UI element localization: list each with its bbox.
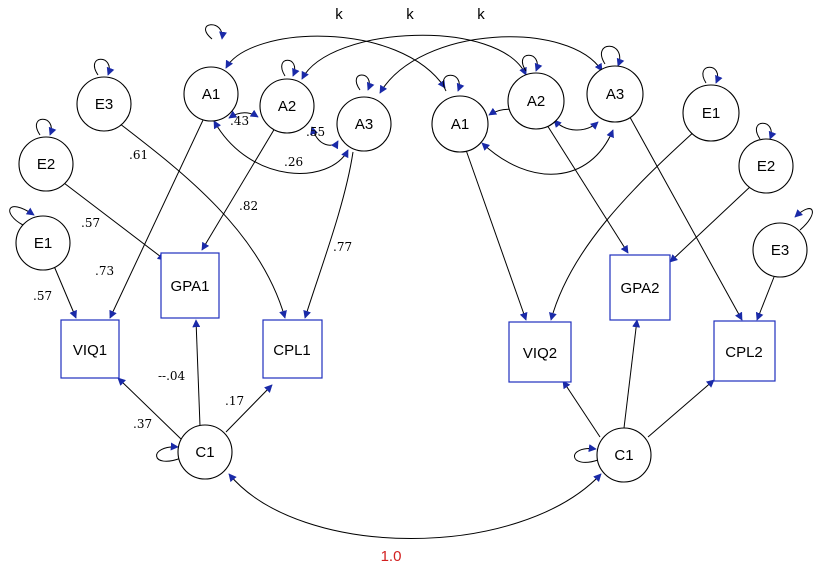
A3-node-left: A3 <box>336 96 392 152</box>
c-correlation-arc <box>228 473 602 539</box>
svg-text:E3: E3 <box>771 242 789 259</box>
svg-text:A3: A3 <box>606 86 624 103</box>
k-correlation-arcs <box>225 34 603 94</box>
coef-a1-a3: .26 <box>284 155 303 169</box>
svg-text:GPA2: GPA2 <box>621 280 660 297</box>
left-twin: A1 A2 A3 E3 E2 E1 C1 VIQ1 <box>9 24 392 480</box>
coef-a1-viq: .73 <box>95 264 114 278</box>
k-label-2: k <box>406 6 414 23</box>
svg-text:VIQ2: VIQ2 <box>523 345 557 362</box>
fixed-correlation-label: 1.0 <box>381 548 402 565</box>
k-arc-a2 <box>301 34 527 80</box>
E2-node-left: E2 <box>18 136 74 192</box>
arc-a1-a2-left <box>228 109 259 119</box>
svg-text:A2: A2 <box>278 98 296 115</box>
GPA2-box: GPA2 <box>609 254 671 321</box>
GPA1-box: GPA1 <box>160 252 220 319</box>
svg-text:E3: E3 <box>95 96 113 113</box>
svg-text:E2: E2 <box>757 158 775 175</box>
svg-text:C1: C1 <box>195 444 214 461</box>
coef-e3-cpl: .61 <box>129 148 148 162</box>
svg-text:CPL2: CPL2 <box>725 344 763 361</box>
A2-node-left: A2 <box>259 78 315 134</box>
svg-text:E1: E1 <box>702 105 720 122</box>
coef-e1-viq: .57 <box>33 289 52 303</box>
svg-text:E1: E1 <box>34 235 52 252</box>
k-label-1: k <box>335 6 343 23</box>
coef-c-viq: .37 <box>133 417 152 431</box>
E3-node-right: E3 <box>752 222 808 278</box>
CPL1-box: CPL1 <box>262 319 323 379</box>
svg-text:A3: A3 <box>355 116 373 133</box>
k-label-3: k <box>477 6 485 23</box>
svg-text:A2: A2 <box>527 93 545 110</box>
A2-node-right: A2 <box>507 72 565 130</box>
A3-node-right: A3 <box>586 65 644 123</box>
coef-a1-a2: .43 <box>230 114 249 128</box>
coef-c-gpa: --.04 <box>158 369 186 383</box>
E1-node-left: E1 <box>15 215 71 271</box>
svg-text:C1: C1 <box>614 447 633 464</box>
C1-node-left: C1 <box>177 424 233 480</box>
CPL2-box: CPL2 <box>713 320 776 382</box>
E3-node-left: E3 <box>76 76 132 132</box>
coef-e2-gpa: .57 <box>81 216 100 230</box>
A1-node-right: A1 <box>431 95 489 153</box>
arc-a1-a3-left <box>213 120 349 174</box>
VIQ1-box: VIQ1 <box>60 319 120 379</box>
svg-text:GPA1: GPA1 <box>171 278 210 295</box>
E2-node-right: E2 <box>738 138 794 194</box>
svg-text:A1: A1 <box>451 116 469 133</box>
svg-text:VIQ1: VIQ1 <box>73 342 107 359</box>
coef-a3-cpl: .77 <box>333 240 352 254</box>
right-twin: A1 A2 A3 E1 E2 E3 C1 VIQ2 <box>431 45 813 483</box>
C1-node-right: C1 <box>596 427 652 483</box>
E1-node-right: E1 <box>682 84 740 142</box>
VIQ2-box: VIQ2 <box>508 321 572 383</box>
svg-text:E2: E2 <box>37 156 55 173</box>
coef-c-cpl: .17 <box>225 394 244 408</box>
svg-text:A1: A1 <box>202 86 220 103</box>
coef-a2-gpa: .82 <box>239 199 258 213</box>
k-arc-a3 <box>379 36 603 94</box>
A1-node-left: A1 <box>183 66 239 122</box>
svg-text:CPL1: CPL1 <box>273 342 311 359</box>
coef-a2-a3: .55 <box>306 125 325 139</box>
